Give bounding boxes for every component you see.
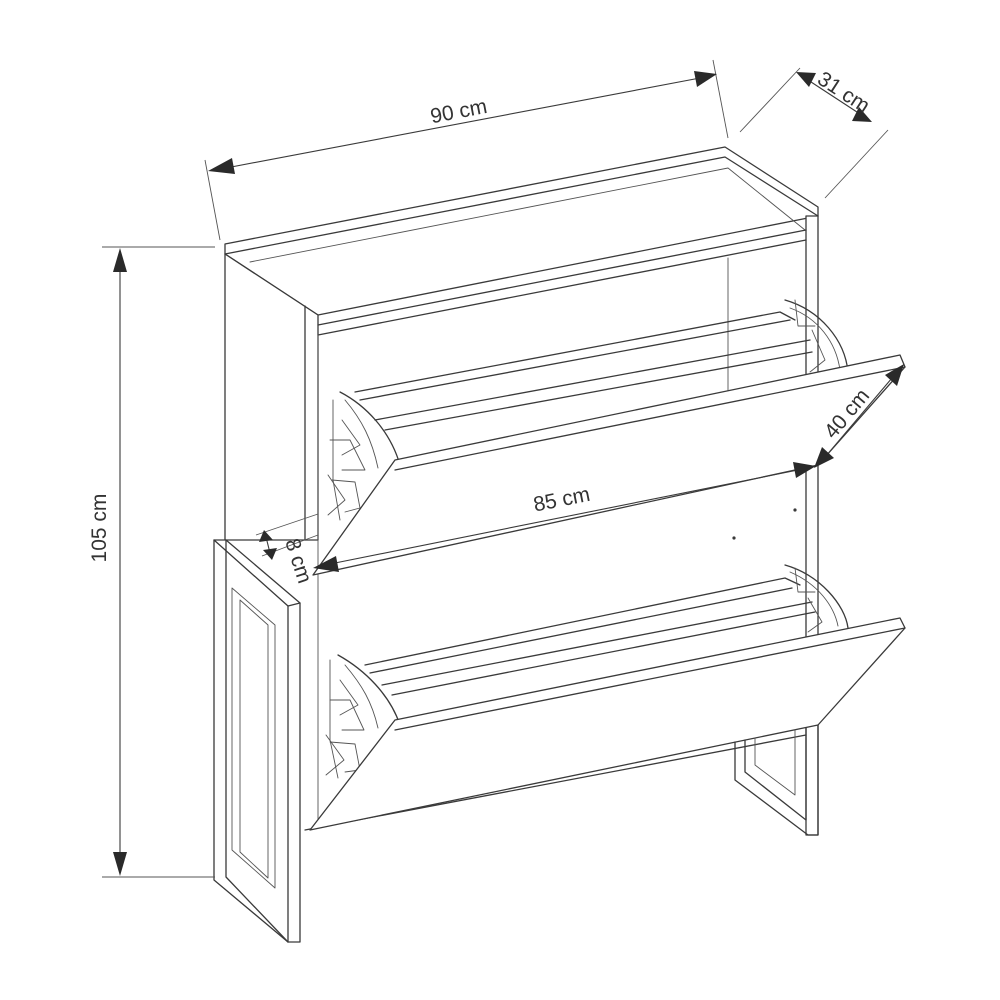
- top-panel: [224, 146, 819, 316]
- upper-flap-panel: [312, 354, 906, 576]
- lower-flap-panel: [309, 617, 906, 831]
- dimension-height: 105 cm: [88, 246, 215, 878]
- right-side-panel: [805, 215, 819, 836]
- thickness-label: 8 cm: [280, 536, 316, 586]
- width-label: 90 cm: [429, 95, 489, 128]
- cabinet-body: [224, 146, 819, 836]
- depth-label: 31 cm: [813, 67, 873, 117]
- left-leg: [213, 539, 301, 943]
- right-leg: [734, 724, 819, 836]
- upper-flap: [312, 299, 906, 576]
- height-label: 105 cm: [88, 494, 111, 563]
- lower-flap: [309, 564, 906, 831]
